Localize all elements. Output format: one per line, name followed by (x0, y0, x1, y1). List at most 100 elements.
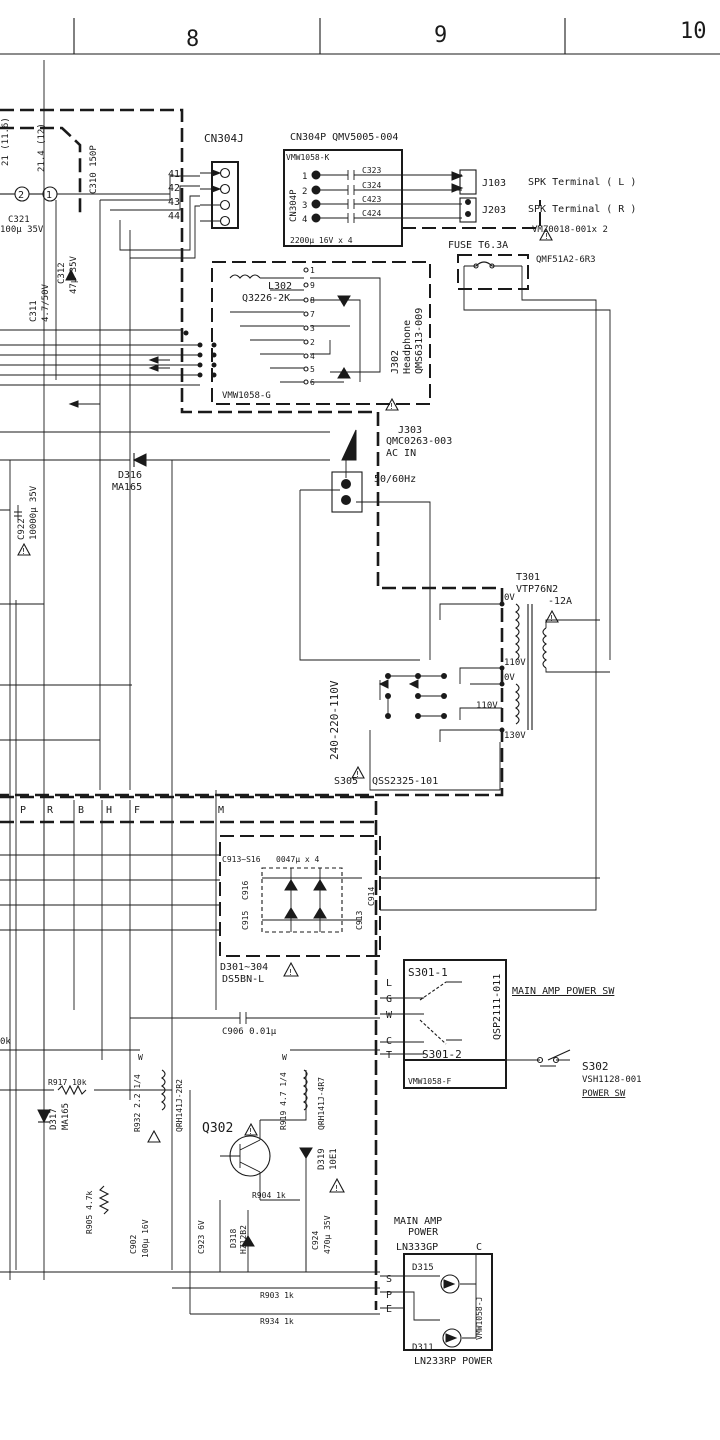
svg-text:C323: C323 (362, 166, 381, 175)
svg-text:P: P (386, 1290, 392, 1301)
svg-text:L: L (386, 978, 392, 989)
svg-text:D318: D318 (229, 1229, 238, 1248)
svg-text:S301-1: S301-1 (408, 966, 448, 979)
svg-text:41: 41 (168, 169, 180, 180)
svg-text:D311: D311 (412, 1343, 434, 1353)
svg-text:0V: 0V (504, 673, 515, 683)
power-switch-s302: S302 VSH1128-001 POWER SW (506, 1049, 642, 1099)
svg-text:10E1: 10E1 (329, 1148, 339, 1170)
svg-text:HZ12B2: HZ12B2 (239, 1225, 248, 1254)
svg-text:21 (11.6): 21 (11.6) (1, 117, 11, 166)
capacitor-c922: C922 10000μ 35V ! (0, 485, 39, 556)
svg-text:1: 1 (46, 190, 52, 201)
svg-text:4: 4 (310, 352, 315, 361)
svg-text:W: W (138, 1053, 143, 1062)
svg-text:4.7/50V: 4.7/50V (41, 283, 51, 322)
main-amp-power-switch-s301: S301-1 S301-2 QSP2111-011 MAIN AMP POWER… (380, 959, 615, 1089)
svg-text:D301~304: D301~304 (220, 962, 268, 973)
svg-text:G: G (386, 994, 392, 1005)
svg-text:C914: C914 (367, 887, 376, 906)
svg-text:LN333GP: LN333GP (396, 1242, 438, 1253)
svg-text:D315: D315 (412, 1263, 434, 1273)
svg-text:C: C (476, 1242, 482, 1253)
svg-text:J303: J303 (398, 425, 422, 436)
column-label-8: 8 (186, 27, 199, 52)
svg-text:110V: 110V (476, 701, 498, 711)
column-label-9: 9 (434, 23, 447, 48)
capacitor-c906: C906 0.01μ (130, 1012, 380, 1037)
svg-text:21.4 (12): 21.4 (12) (37, 123, 47, 172)
power-sw-label: POWER SW (582, 1089, 626, 1099)
svg-text:D316: D316 (118, 470, 142, 481)
column-header: 8 9 10 (0, 18, 720, 55)
fuse-t63a: FUSE T6.3A QMF51A2-6R3 ! (380, 227, 611, 911)
svg-text:VMZ0018-001x 2: VMZ0018-001x 2 (532, 225, 608, 235)
svg-text:QMF51A2-6R3: QMF51A2-6R3 (536, 255, 596, 265)
svg-text:S: S (386, 1274, 392, 1285)
svg-text:POWER: POWER (408, 1227, 439, 1238)
svg-text:C923 6V: C923 6V (197, 1220, 206, 1254)
svg-text:3: 3 (302, 201, 307, 211)
svg-text:C: C (386, 1036, 392, 1047)
voltage-selector-s305: 240-220-110V ! S305 QSS2325-101 (328, 673, 501, 791)
svg-text:3: 3 (310, 324, 315, 333)
svg-text:47μ 35V: 47μ 35V (69, 255, 79, 294)
svg-text:43: 43 (168, 197, 180, 208)
svg-text:-12A: -12A (548, 596, 572, 607)
column-label-10: 10 (680, 19, 707, 44)
svg-text:!: ! (355, 770, 360, 779)
svg-text:C311: C311 (29, 300, 39, 322)
svg-text:!: ! (288, 968, 293, 977)
connector-cn304j: CN304J 41 42 43 44 (168, 132, 244, 229)
svg-text:C913~S16: C913~S16 (222, 855, 261, 864)
svg-text:VMW1058-J: VMW1058-J (475, 1297, 484, 1340)
svg-text:C902: C902 (129, 1235, 138, 1254)
svg-text:4: 4 (302, 215, 307, 225)
ic-outline (0, 126, 82, 215)
diode-d316: D316 MA165 (112, 453, 330, 1270)
svg-text:50/60Hz: 50/60Hz (374, 474, 416, 485)
svg-text:R903 1k: R903 1k (260, 1291, 294, 1300)
svg-text:R904 1k: R904 1k (252, 1191, 286, 1200)
svg-text:D317: D317 (49, 1108, 59, 1130)
svg-text:C324: C324 (362, 181, 381, 190)
bridge-rectifier-d301-304: C913~S16 0047μ x 4 C916 C915 C914 C913 D… (0, 835, 600, 985)
svg-text:B: B (78, 805, 84, 816)
svg-text:C915: C915 (241, 911, 250, 930)
svg-text:100μ 35V: 100μ 35V (0, 225, 44, 235)
svg-text:M: M (218, 805, 224, 816)
svg-text:C916: C916 (241, 881, 250, 900)
svg-text:VMW1058-K: VMW1058-K (286, 153, 330, 162)
ln233rp-power-label: LN233RP POWER (414, 1356, 493, 1367)
svg-text:R917 10k: R917 10k (48, 1078, 87, 1087)
svg-text:VMW1058-G: VMW1058-G (222, 391, 271, 401)
svg-text:W: W (386, 1010, 393, 1021)
svg-text:!: ! (334, 1184, 339, 1193)
svg-text:42: 42 (168, 183, 180, 194)
svg-text:AC IN: AC IN (386, 448, 416, 459)
svg-text:2200μ 16V x 4: 2200μ 16V x 4 (290, 236, 353, 245)
svg-text:QRH141J-4R7: QRH141J-4R7 (317, 1077, 326, 1130)
svg-text:VTP76N2: VTP76N2 (516, 584, 558, 595)
svg-text:P: P (20, 805, 26, 816)
svg-text:240-220-110V: 240-220-110V (328, 680, 341, 760)
protect-relay-driver: 0k R917 10k D317 MA165 W R932 2.2 1/4 QR… (0, 1037, 380, 1326)
svg-text:F: F (134, 805, 140, 816)
svg-text:!: ! (248, 1127, 253, 1136)
svg-text:DS5BN-L: DS5BN-L (222, 974, 264, 985)
speaker-terminals: J103 J203 SPK Terminal ( L ) SPK Termina… (398, 169, 636, 235)
svg-text:VMW1058-F: VMW1058-F (408, 1077, 452, 1086)
svg-text:R932 2.2 1/4: R932 2.2 1/4 (133, 1074, 142, 1132)
svg-text:100μ 16V: 100μ 16V (141, 1219, 150, 1258)
svg-text:1: 1 (310, 266, 315, 275)
svg-text:9: 9 (310, 281, 315, 290)
svg-text:R: R (47, 805, 54, 816)
main-amp-power-sw-label: MAIN AMP POWER SW (512, 986, 615, 997)
svg-text:8: 8 (310, 296, 315, 305)
svg-text:C312: C312 (57, 262, 67, 284)
svg-text:QSP2111-011: QSP2111-011 (492, 974, 503, 1040)
svg-text:QMC0263-003: QMC0263-003 (386, 436, 452, 447)
svg-text:!: ! (389, 402, 394, 411)
svg-text:T301: T301 (516, 572, 540, 583)
svg-text:QRH141J-2R2: QRH141J-2R2 (175, 1079, 184, 1132)
